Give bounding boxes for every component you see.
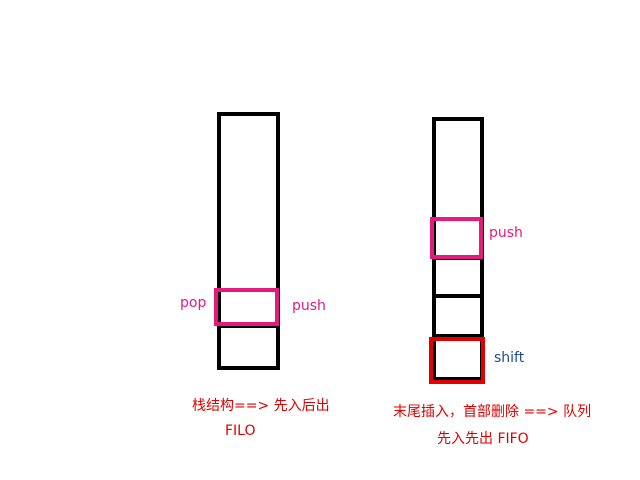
stack-pop-label: pop [180,295,207,311]
queue-cell-2 [432,256,484,298]
stack-outer-box [217,112,280,370]
stack-diagram [214,112,280,370]
queue-diagram [429,117,485,384]
stack-push-label: push [292,298,326,314]
queue-shift-label: shift [494,350,525,366]
queue-caption-line1: 末尾插入，首部删除 ==> 队列 [393,404,592,420]
stack-caption-line2: FILO [225,423,256,439]
stack-top-cell-highlight [214,288,279,326]
queue-caption-line2: 先入先出 FIFO [437,431,529,447]
queue-cell-3 [432,294,484,338]
stack-caption-line1: 栈结构==> 先入后出 [192,398,330,414]
queue-push-cell-highlight [430,217,483,259]
queue-push-label: push [489,225,523,241]
stack-bottom-cell [217,324,280,370]
queue-shift-cell-highlight [429,337,485,384]
